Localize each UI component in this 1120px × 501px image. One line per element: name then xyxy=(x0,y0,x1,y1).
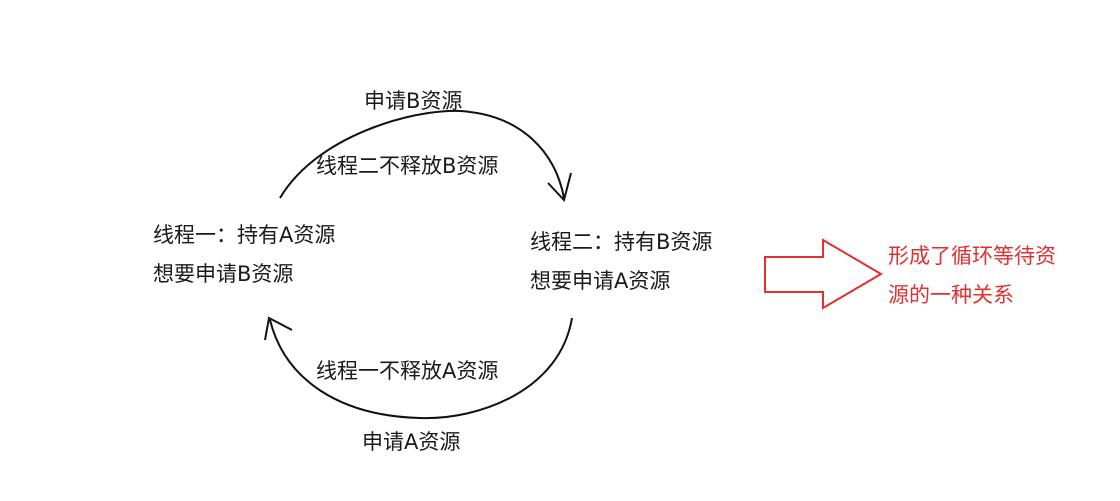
thread-two-line2: 想要申请A资源 xyxy=(530,269,671,293)
result-text: 形成了循环等待资 源的一种关系 xyxy=(888,237,1056,315)
thread-one-node: 线程一：持有A资源 想要申请B资源 xyxy=(153,216,335,294)
bottom-arc-inner-label: 线程一不释放A资源 xyxy=(316,359,499,383)
result-arrow xyxy=(764,238,883,310)
bottom-arc xyxy=(269,317,573,420)
top-arc-outer-label: 申请B资源 xyxy=(364,89,463,113)
top-arc-arrowhead xyxy=(547,172,572,203)
result-line2: 源的一种关系 xyxy=(888,283,1014,307)
thread-two-line1: 线程二：持有B资源 xyxy=(530,230,713,254)
thread-two-node: 线程二：持有B资源 想要申请A资源 xyxy=(530,223,712,301)
thread-one-line2: 想要申请B资源 xyxy=(153,262,294,286)
bottom-arc-outer-label: 申请A资源 xyxy=(362,430,461,454)
result-line1: 形成了循环等待资 xyxy=(888,244,1056,268)
bottom-arc-arrowhead xyxy=(264,316,293,341)
top-arc xyxy=(279,109,565,199)
thread-one-line1: 线程一：持有A资源 xyxy=(153,223,336,247)
top-arc-inner-label: 线程二不释放B资源 xyxy=(316,154,499,178)
